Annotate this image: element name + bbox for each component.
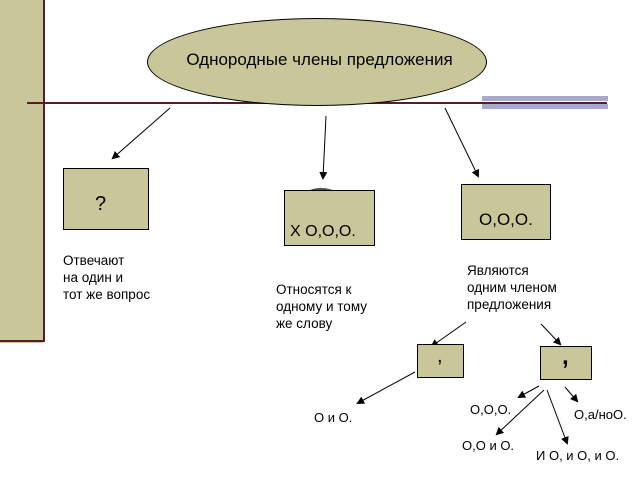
comma-sign: , [562,343,569,370]
left-branch-description: Отвечают на один и тот же вопрос [63,253,151,302]
comma-box [540,346,592,380]
no-comma-box [417,344,464,378]
accent-bar-bottom [482,104,608,109]
example-oo-and-o: О,О и О. [462,438,515,453]
example-ooo: О,О,О. [470,402,512,417]
title-ellipse [147,18,487,106]
diagram-title: Однородные члены предложения [186,50,453,69]
one-member-box [461,184,551,240]
right-branch-description: Являются одним членом предложения [467,263,557,312]
accent-bar-top [482,96,608,101]
example-and-o-and-o: И О, и О, и О. [536,448,620,463]
example-o-a-no-o: О,а/ноО. [574,407,627,422]
same-word-box [284,190,375,246]
no-comma-sign: , [437,345,443,367]
vertical-rule [43,0,45,342]
question-mark: ? [95,193,107,215]
bottom-rule [0,340,44,342]
one-member-formula: О,О,О. [479,210,533,229]
example-o-and-o: О и О. [314,410,353,425]
same-word-formula: Х О,О,О. [290,223,356,240]
side-band [0,0,43,343]
question-box [63,168,149,230]
middle-branch-description: Относятся к одному и тому же слову [276,282,367,331]
